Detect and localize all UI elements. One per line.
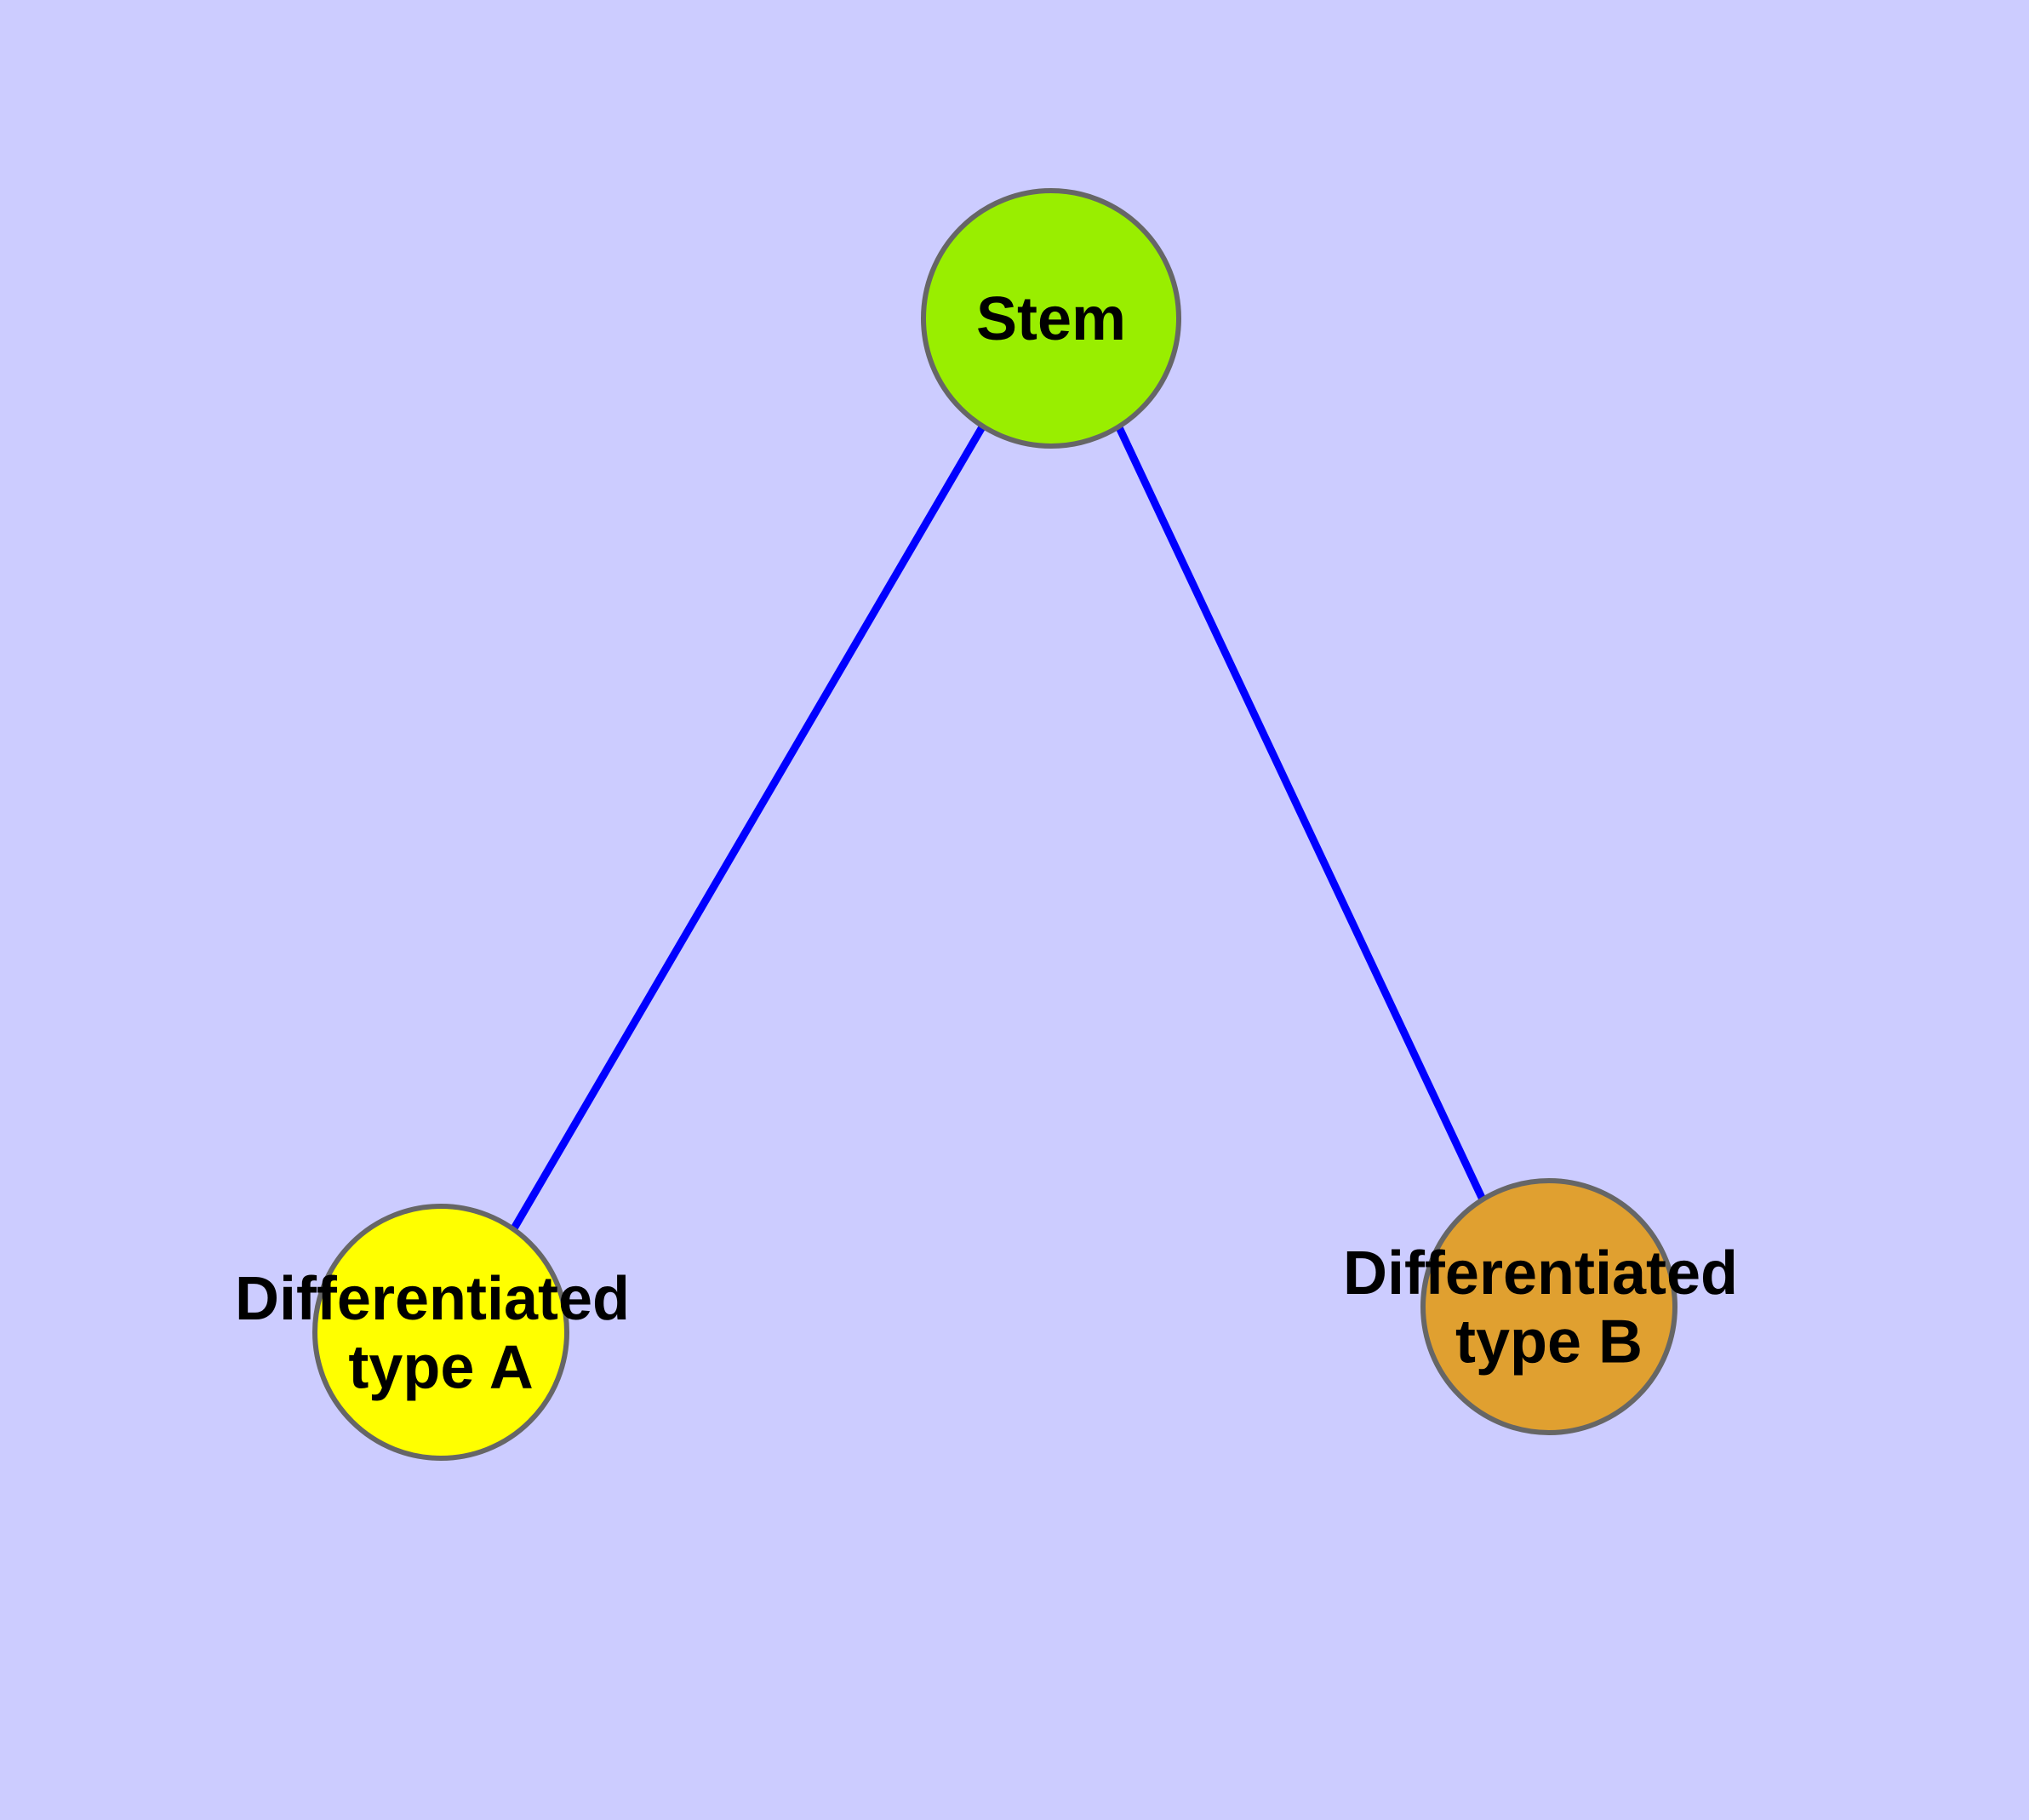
edge-stem-to-diff-a[interactable] <box>511 423 986 1231</box>
node-diff-b-label-line-1: Differentiated <box>1343 1239 1738 1308</box>
edges-layer <box>511 423 1487 1231</box>
node-diff-b-label: Differentiated type B <box>1343 1239 1755 1376</box>
node-diff-a[interactable] <box>312 1204 569 1461</box>
node-diff-b-label-line-2: type B <box>1455 1308 1643 1376</box>
node-stem-circle[interactable] <box>921 188 1181 449</box>
node-diff-a-label-line-1: Differentiated <box>235 1265 630 1333</box>
labels-layer: Stem Differentiated type A Differentiate… <box>235 285 1755 1402</box>
edge-stem-to-diff-b[interactable] <box>1114 424 1487 1201</box>
node-diff-a-label: Differentiated type A <box>235 1265 647 1402</box>
node-stem-label: Stem <box>976 285 1126 353</box>
node-stem[interactable] <box>921 188 1181 449</box>
node-diff-b-circle[interactable] <box>1420 1178 1677 1435</box>
node-diff-a-label-line-2: type A <box>348 1334 533 1402</box>
node-diff-b[interactable] <box>1420 1178 1677 1435</box>
node-stem-label-line-1: Stem <box>976 285 1126 353</box>
nodes-layer <box>312 188 1677 1461</box>
node-diff-a-circle[interactable] <box>312 1204 569 1461</box>
